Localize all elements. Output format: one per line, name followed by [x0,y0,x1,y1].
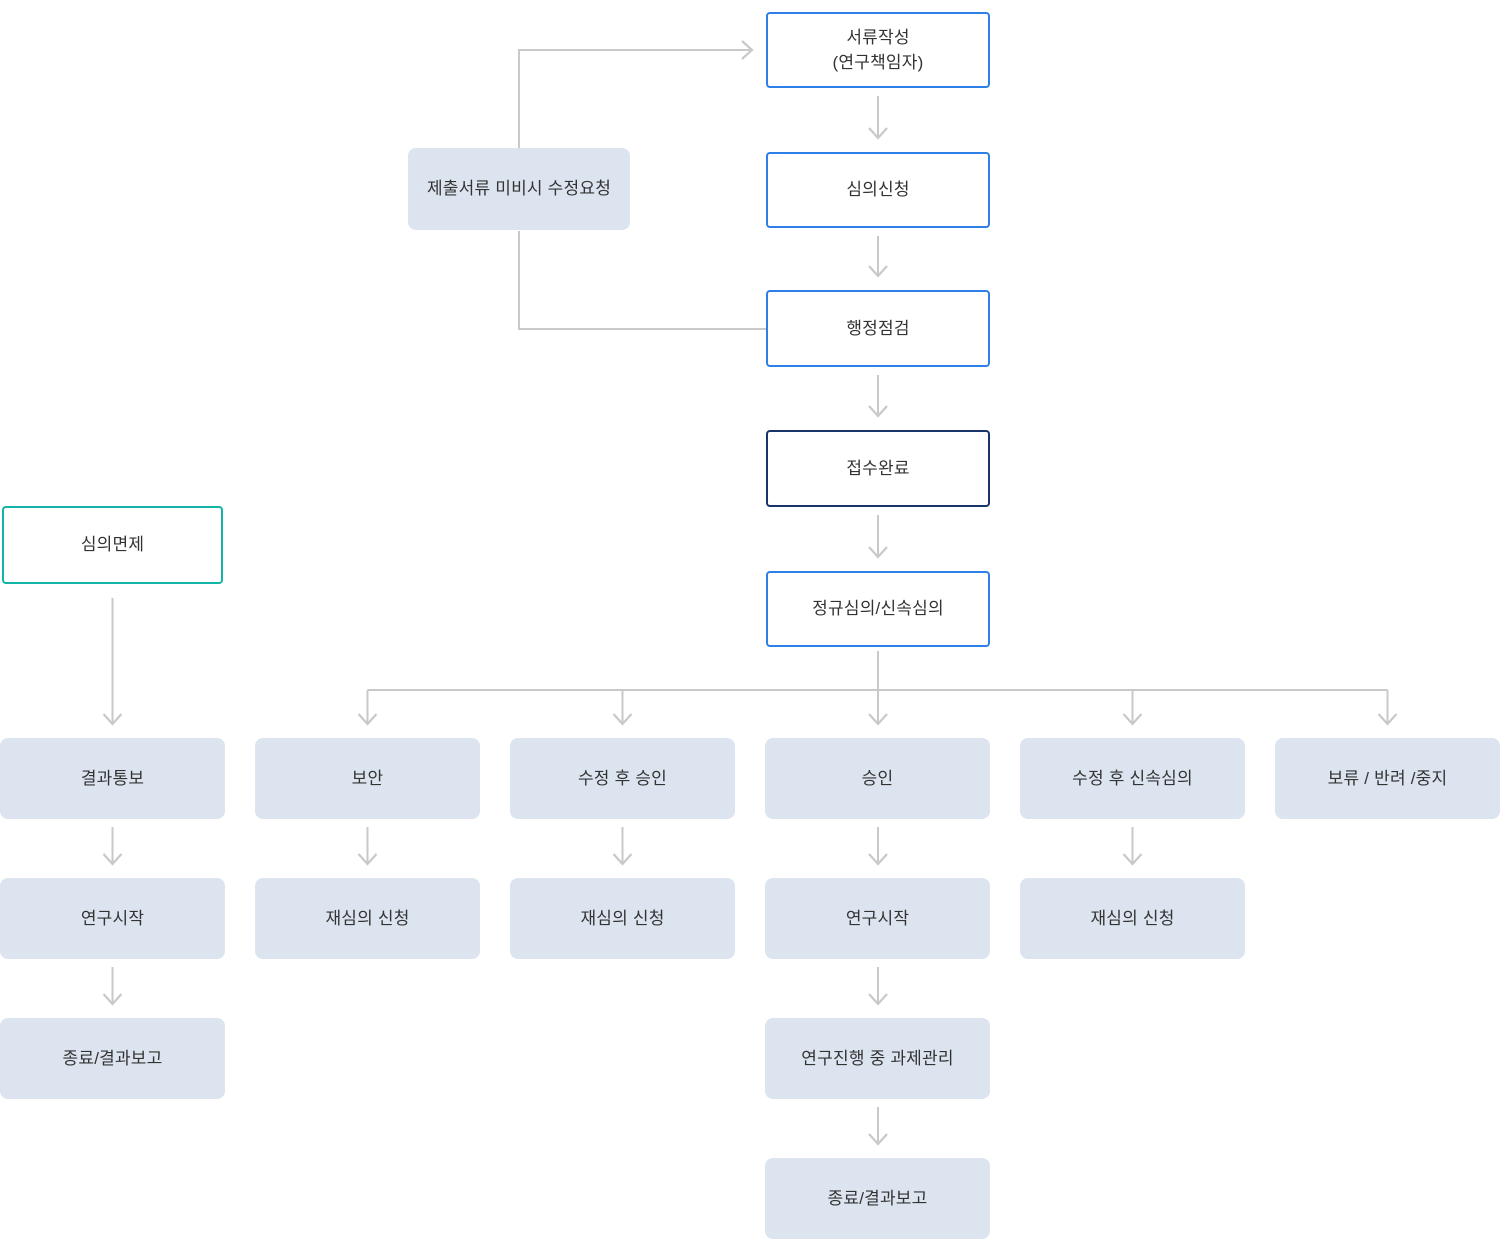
node-admin-check-label: 행정점검 [846,318,910,338]
node-exemption-label: 심의면제 [80,535,145,555]
node-research-start-left: 연구시작 [0,878,225,959]
arrow-fixrequest-to-docwrite [518,40,754,148]
node-research-start-left-label: 연구시작 [80,908,145,928]
node-expedited-after-revision-label: 수정 후 신속심의 [1072,768,1193,788]
node-receipt-complete: 접수완료 [766,430,990,507]
node-doc-write-line1: 서류작성 [846,27,910,47]
node-rereview-2: 재심의 신청 [510,878,735,959]
node-research-start-center: 연구시작 [765,878,990,959]
node-result-notice-label: 결과통보 [80,768,145,788]
node-exemption: 심의면제 [2,506,223,584]
node-hold-reject-stop: 보류 / 반려 /중지 [1275,738,1500,819]
node-task-management: 연구진행 중 과제관리 [765,1018,990,1099]
node-approval: 승인 [765,738,990,819]
node-hold-reject-stop-label: 보류 / 반려 /중지 [1327,768,1448,788]
node-approval-after-revision-label: 수정 후 승인 [577,768,668,788]
node-rereview-3: 재심의 신청 [1020,878,1245,959]
line-admincheck-to-fixrequest [518,231,766,330]
node-approval-label: 승인 [861,768,894,788]
node-review-type: 정규심의/신속심의 [766,571,990,647]
node-supplement: 보안 [255,738,480,819]
node-fix-request-label: 제출서류 미비시 수정요청 [426,179,612,199]
node-end-report-center: 종료/결과보고 [765,1158,990,1239]
node-doc-write-line2: (연구책임자) [832,53,924,72]
node-receipt-complete-label: 접수완료 [846,458,910,478]
node-rereview-3-label: 재심의 신청 [1090,908,1175,928]
node-rereview-1: 재심의 신청 [255,878,480,959]
node-doc-write: 서류작성 (연구책임자) [766,12,990,88]
node-end-report-left: 종료/결과보고 [0,1018,225,1099]
node-expedited-after-revision: 수정 후 신속심의 [1020,738,1245,819]
node-supplement-label: 보안 [351,768,384,788]
node-admin-check: 행정점검 [766,290,990,367]
node-review-request-label: 심의신청 [846,180,910,200]
node-end-report-center-label: 종료/결과보고 [827,1188,928,1208]
node-result-notice: 결과통보 [0,738,225,819]
node-review-type-label: 정규심의/신속심의 [812,599,944,619]
node-fix-request: 제출서류 미비시 수정요청 [408,148,630,230]
node-end-report-left-label: 종료/결과보고 [62,1048,163,1068]
node-review-request: 심의신청 [766,152,990,228]
node-task-management-label: 연구진행 중 과제관리 [801,1048,954,1068]
node-research-start-center-label: 연구시작 [845,908,910,928]
node-approval-after-revision: 수정 후 승인 [510,738,735,819]
node-rereview-1-label: 재심의 신청 [325,908,410,928]
node-rereview-2-label: 재심의 신청 [580,908,665,928]
